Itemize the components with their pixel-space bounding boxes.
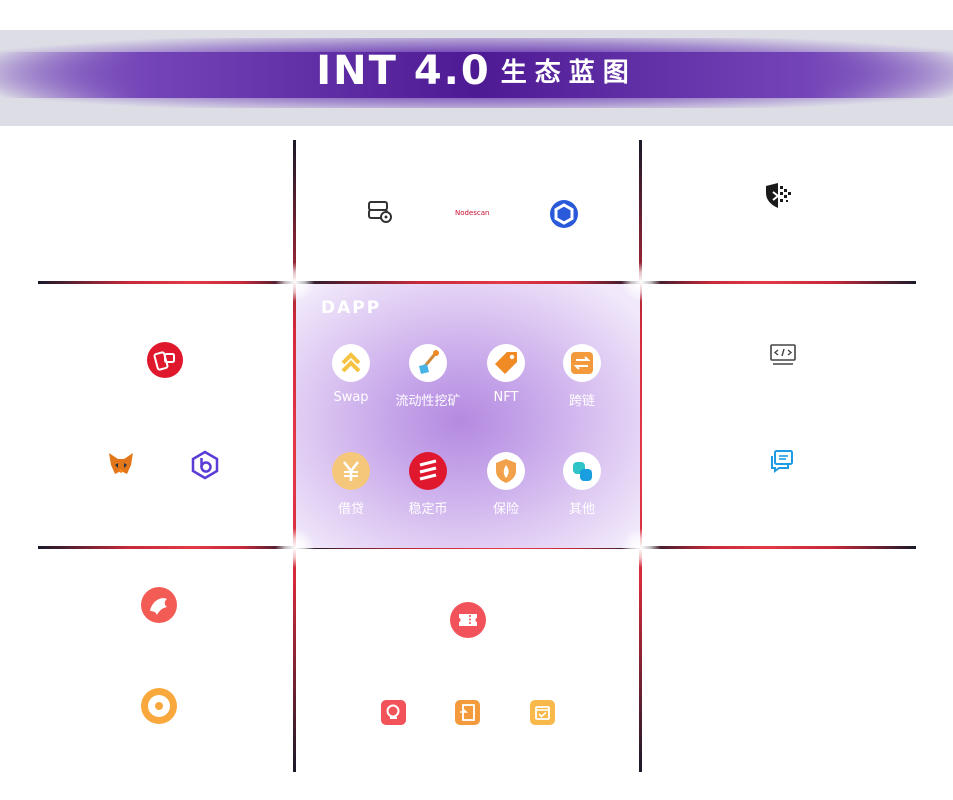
header-banner: INT 4.0 生态蓝图	[0, 30, 953, 126]
intersection-glow	[275, 262, 315, 302]
page-title: INT 4.0 生态蓝图	[0, 48, 953, 94]
intersection-glow	[275, 528, 315, 568]
dapp-item-label: 借贷	[337, 502, 364, 517]
grid-line-v-left	[293, 140, 296, 772]
grid-line-h-top-right	[642, 281, 916, 284]
code-monitor-icon[interactable]	[770, 344, 796, 370]
grid-line-v-right	[639, 140, 642, 772]
dapp-item-swap[interactable]: Swap	[311, 344, 391, 405]
grid-line-h-bottom-right	[642, 546, 916, 549]
dapp-item-cross-chain[interactable]: 跨链	[542, 344, 622, 409]
ticket-icon[interactable]	[450, 602, 486, 642]
dapp-item-lending[interactable]: 借贷	[311, 452, 391, 517]
banner-stripe	[0, 52, 953, 98]
nodescan-logo[interactable]: Nodescan	[455, 209, 490, 217]
dapp-item-insurance[interactable]: 保险	[466, 452, 546, 517]
chat-message-icon[interactable]	[770, 449, 794, 477]
dapp-item-label: 流动性挖矿	[395, 394, 461, 409]
exit-door-icon[interactable]	[455, 700, 480, 729]
dapp-item-liquidity-mining[interactable]: 流动性挖矿	[388, 344, 468, 409]
node-server-icon[interactable]	[367, 200, 393, 228]
dapp-item-label: 其他	[568, 502, 595, 517]
privacy-shield-icon[interactable]	[764, 182, 794, 214]
grid-line-h-top-left	[38, 281, 294, 284]
dapp-item-label: NFT	[493, 390, 519, 405]
metamask-fox-icon[interactable]	[107, 451, 135, 481]
dapp-item-nft[interactable]: NFT	[466, 344, 546, 405]
dolphin-icon[interactable]	[141, 587, 177, 627]
chainlink-icon[interactable]	[549, 199, 579, 233]
coin-icon[interactable]	[141, 688, 177, 728]
dapp-item-label: 稳定币	[408, 502, 448, 517]
title-latin: INT 4.0	[316, 48, 491, 94]
dapp-item-label: 跨链	[568, 394, 595, 409]
lending-icon	[332, 452, 370, 490]
search-box-icon[interactable]	[381, 700, 406, 729]
swap-icon	[332, 344, 370, 382]
dapp-panel: DAPP Swap 流动性挖矿 NFT	[296, 284, 640, 548]
red-wallet-icon[interactable]	[147, 342, 183, 382]
nft-tag-icon	[487, 344, 525, 382]
shovel-icon	[409, 344, 447, 382]
dapp-title: DAPP	[321, 298, 382, 318]
dapp-item-label: 保险	[492, 502, 519, 517]
dapp-item-label: Swap	[333, 390, 369, 405]
calendar-check-icon[interactable]	[530, 700, 555, 729]
grid-line-h-bottom-left	[38, 546, 294, 549]
dapp-item-other[interactable]: 其他	[542, 452, 622, 517]
grid-line-h-top-mid	[296, 281, 640, 284]
bitkeep-icon[interactable]	[191, 450, 219, 484]
insurance-shield-icon	[487, 452, 525, 490]
intersection-glow	[621, 262, 661, 302]
stablecoin-icon	[409, 452, 447, 490]
dapp-item-stablecoin[interactable]: 稳定币	[388, 452, 468, 517]
other-icon	[563, 452, 601, 490]
cross-chain-icon	[563, 344, 601, 382]
title-cn: 生态蓝图	[500, 58, 637, 88]
intersection-glow	[621, 528, 661, 568]
